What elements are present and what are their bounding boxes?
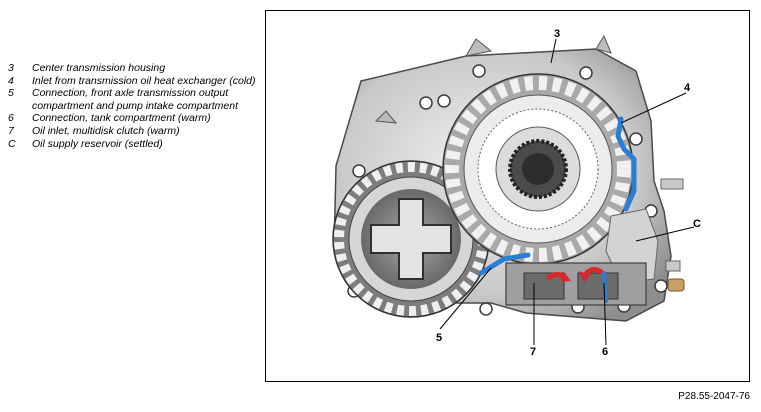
legend-item: 7 Oil inlet, multidisk clutch (warm) xyxy=(8,125,258,138)
callout-3: 3 xyxy=(554,28,560,40)
right-gear-teeth xyxy=(445,76,631,262)
transmission-illustration: 3 4 C 5 7 6 xyxy=(332,28,701,358)
legend-text: Oil inlet, multidisk clutch (warm) xyxy=(32,124,180,137)
legend-item: 4 Inlet from transmission oil heat excha… xyxy=(8,75,258,88)
legend-key: 4 xyxy=(8,74,14,87)
legend-text: Connection, tank compartment (warm) xyxy=(32,112,211,125)
legend-key: 6 xyxy=(8,112,14,125)
legend-key: C xyxy=(8,137,16,150)
figure-frame: 3 4 C 5 7 6 xyxy=(265,10,750,382)
warm-oil-arrow-head xyxy=(561,272,571,282)
cold-oil-path xyxy=(615,116,637,212)
legend-text: Center transmission housing xyxy=(32,62,166,74)
callout-5: 5 xyxy=(436,332,442,344)
warm-oil-arrow-head xyxy=(579,271,590,283)
legend-text: Inlet from transmission oil heat exchang… xyxy=(32,74,256,87)
legend-item: 6 Connection, tank compartment (warm) xyxy=(8,112,258,125)
callout-6: 6 xyxy=(602,346,608,358)
cold-oil-path xyxy=(478,252,531,276)
callout-leaders xyxy=(439,38,695,346)
housing-rib xyxy=(595,34,612,54)
brass-fitting xyxy=(667,278,685,292)
cross-rotor xyxy=(370,198,452,280)
callout-4: 4 xyxy=(684,82,691,94)
legend: 3 Center transmission housing 4 Inlet fr… xyxy=(8,62,258,150)
legend-text: Connection, front axle transmission outp… xyxy=(32,87,239,112)
housing-rib xyxy=(374,110,398,124)
legend-item: 5 Connection, front axle transmission ou… xyxy=(8,87,258,112)
legend-item: C Oil supply reservoir (settled) xyxy=(8,138,258,151)
legend-item: 3 Center transmission housing xyxy=(8,62,258,75)
legend-key: 3 xyxy=(8,62,14,74)
right-gear xyxy=(442,73,634,265)
callout-c: C xyxy=(693,218,701,230)
housing-rib xyxy=(465,38,493,57)
housing-rib xyxy=(660,178,684,190)
valve-block-detail xyxy=(523,272,565,300)
figure-id: P28.55-2047-76 xyxy=(678,391,750,402)
legend-key: 7 xyxy=(8,124,14,137)
legend-key: 5 xyxy=(8,87,14,100)
legend-text: Oil supply reservoir (settled) xyxy=(32,137,163,150)
housing-rib xyxy=(665,260,681,272)
callout-7: 7 xyxy=(530,346,536,358)
cold-oil-path xyxy=(602,271,608,303)
